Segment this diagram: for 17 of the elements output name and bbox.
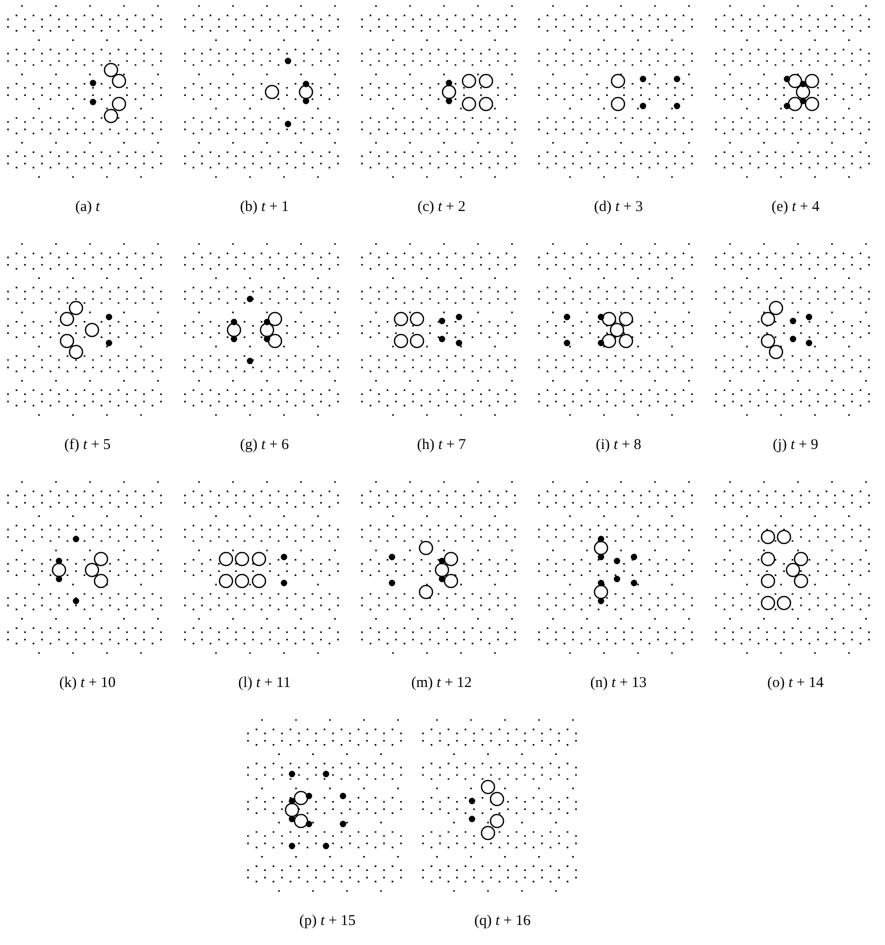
panel-caption: (c) t + 2 bbox=[417, 199, 466, 216]
panel-caption: (q) t + 16 bbox=[474, 913, 531, 930]
panel-caption: (f) t + 5 bbox=[64, 437, 111, 454]
panel-caption: (j) t + 9 bbox=[772, 437, 818, 454]
panel-caption: (p) t + 15 bbox=[299, 913, 356, 930]
panel-caption: (o) t + 14 bbox=[767, 675, 824, 692]
panel-caption: (a) t bbox=[75, 199, 100, 216]
panel-caption: (m) t + 12 bbox=[411, 675, 472, 692]
panel-caption: (b) t + 1 bbox=[240, 199, 289, 216]
panel-caption: (k) t + 10 bbox=[59, 675, 116, 692]
panel-caption: (g) t + 6 bbox=[240, 437, 289, 454]
panel-caption: (d) t + 3 bbox=[594, 199, 643, 216]
panel-caption: (h) t + 7 bbox=[417, 437, 466, 454]
panel-caption: (e) t + 4 bbox=[771, 199, 820, 216]
panel-caption: (i) t + 8 bbox=[596, 437, 642, 454]
panel-caption: (n) t + 13 bbox=[590, 675, 647, 692]
panel-caption: (l) t + 11 bbox=[238, 675, 291, 692]
